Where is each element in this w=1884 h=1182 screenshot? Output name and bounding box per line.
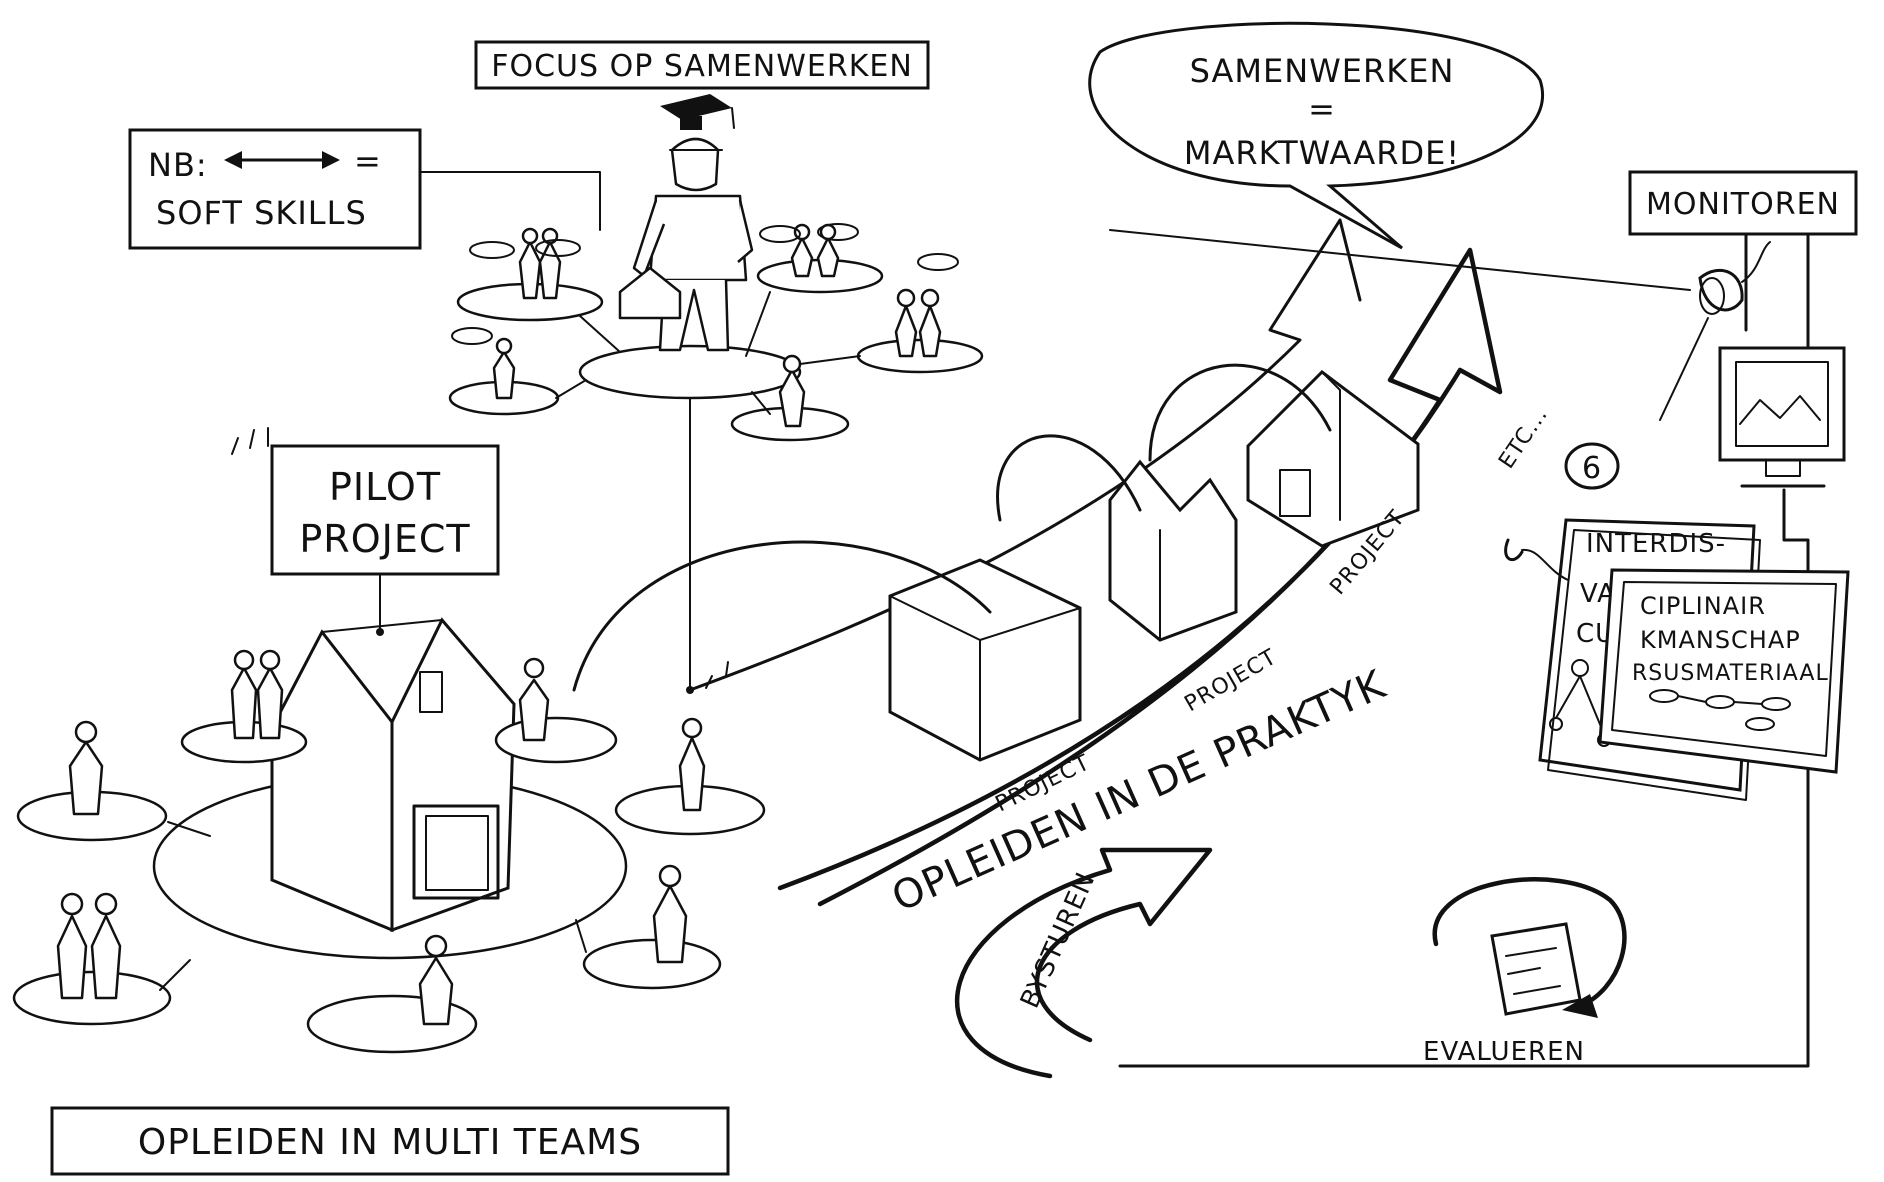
etc-label: ETC... [1494, 403, 1553, 474]
pilot-label-line2: PROJECT [299, 517, 470, 561]
doc-back-line-1: INTERDIS- [1586, 529, 1726, 559]
pilot-house [270, 617, 516, 933]
soft-skills-label: SOFT SKILLS [156, 194, 367, 232]
nb-box: NB: = SOFT SKILLS [128, 128, 422, 250]
pilot-team-people [56, 649, 706, 1026]
curriculum-documents: INTERDIS- VA CU CIPLINAIR KMANSCHAP RSUS… [1538, 518, 1850, 801]
pilot-label-box: PILOT PROJECT [270, 444, 500, 576]
cycle-number-badge: 6 [1564, 442, 1620, 490]
pilot-disc-7 [494, 716, 618, 764]
evaluation-cycle [1432, 877, 1627, 1018]
pilot-connector-dot [376, 628, 384, 636]
tablet-line-1: CIPLINAIR [1640, 592, 1766, 620]
praktijk-arrow [688, 218, 1503, 907]
camera-icon [1698, 241, 1771, 315]
tablet-screen [1598, 568, 1850, 774]
pilot-label-line1: PILOT [329, 465, 441, 509]
hub-disc [578, 344, 802, 400]
pilot-disc-3 [12, 970, 172, 1026]
project-building-1 [888, 558, 1082, 762]
multi-teams-label-box: OPLEIDEN IN MULTI TEAMS [50, 1106, 730, 1176]
focus-label-box: FOCUS OP SAMENWERKEN [474, 40, 930, 90]
speech-line-3: MARKTWAARDE! [1184, 134, 1460, 172]
nb-connector-line [419, 171, 601, 231]
cycle-number: 6 [1582, 451, 1602, 486]
evalueren-label: EVALUEREN [1423, 1037, 1585, 1067]
monitor-icon [1718, 346, 1846, 488]
camera-view-line [1109, 229, 1691, 291]
pilot-disc-5 [582, 938, 722, 990]
mini-speech-bubbles [451, 223, 959, 345]
multi-teams-label: OPLEIDEN IN MULTI TEAMS [138, 1122, 642, 1163]
speech-line-1: SAMENWERKEN [1190, 52, 1455, 90]
tablet-line-2: KMANSCHAP [1640, 626, 1801, 654]
speech-line-2: = [1308, 90, 1336, 128]
monitoren-label: MONITOREN [1646, 187, 1840, 222]
team-disc-right [856, 338, 984, 374]
double-arrow-icon [224, 151, 340, 169]
leader-figure [618, 94, 754, 352]
toolbox-house-icon [618, 266, 682, 320]
tablet-line-3: RSUSMATERIAAL [1632, 661, 1829, 686]
monitor-loop-line [1118, 488, 1810, 1068]
nb-equals: = [354, 142, 382, 180]
mouse-icon [1504, 538, 1569, 581]
focus-label: FOCUS OP SAMENWERKEN [491, 49, 913, 84]
project-label-2: PROJECT [1181, 645, 1282, 718]
pilot-disc-links [159, 821, 587, 991]
project-hop-arrows [572, 363, 1332, 692]
bijsturen-arrow [954, 847, 1213, 1079]
project-building-2 [1108, 459, 1238, 642]
camera-view-line-2 [1659, 317, 1709, 421]
hub-connector-arrows [555, 291, 861, 415]
tablet-diagram-icon [1649, 689, 1791, 731]
monitoren-label-box: MONITOREN [1628, 170, 1858, 236]
marktwaarde-speech-bubble: SAMENWERKEN = MARKTWAARDE! [1088, 21, 1544, 250]
project-building-3 [1246, 370, 1420, 548]
excitement-marks [231, 427, 729, 689]
graduation-cap-icon [660, 94, 735, 130]
nb-label: NB: [148, 146, 208, 184]
